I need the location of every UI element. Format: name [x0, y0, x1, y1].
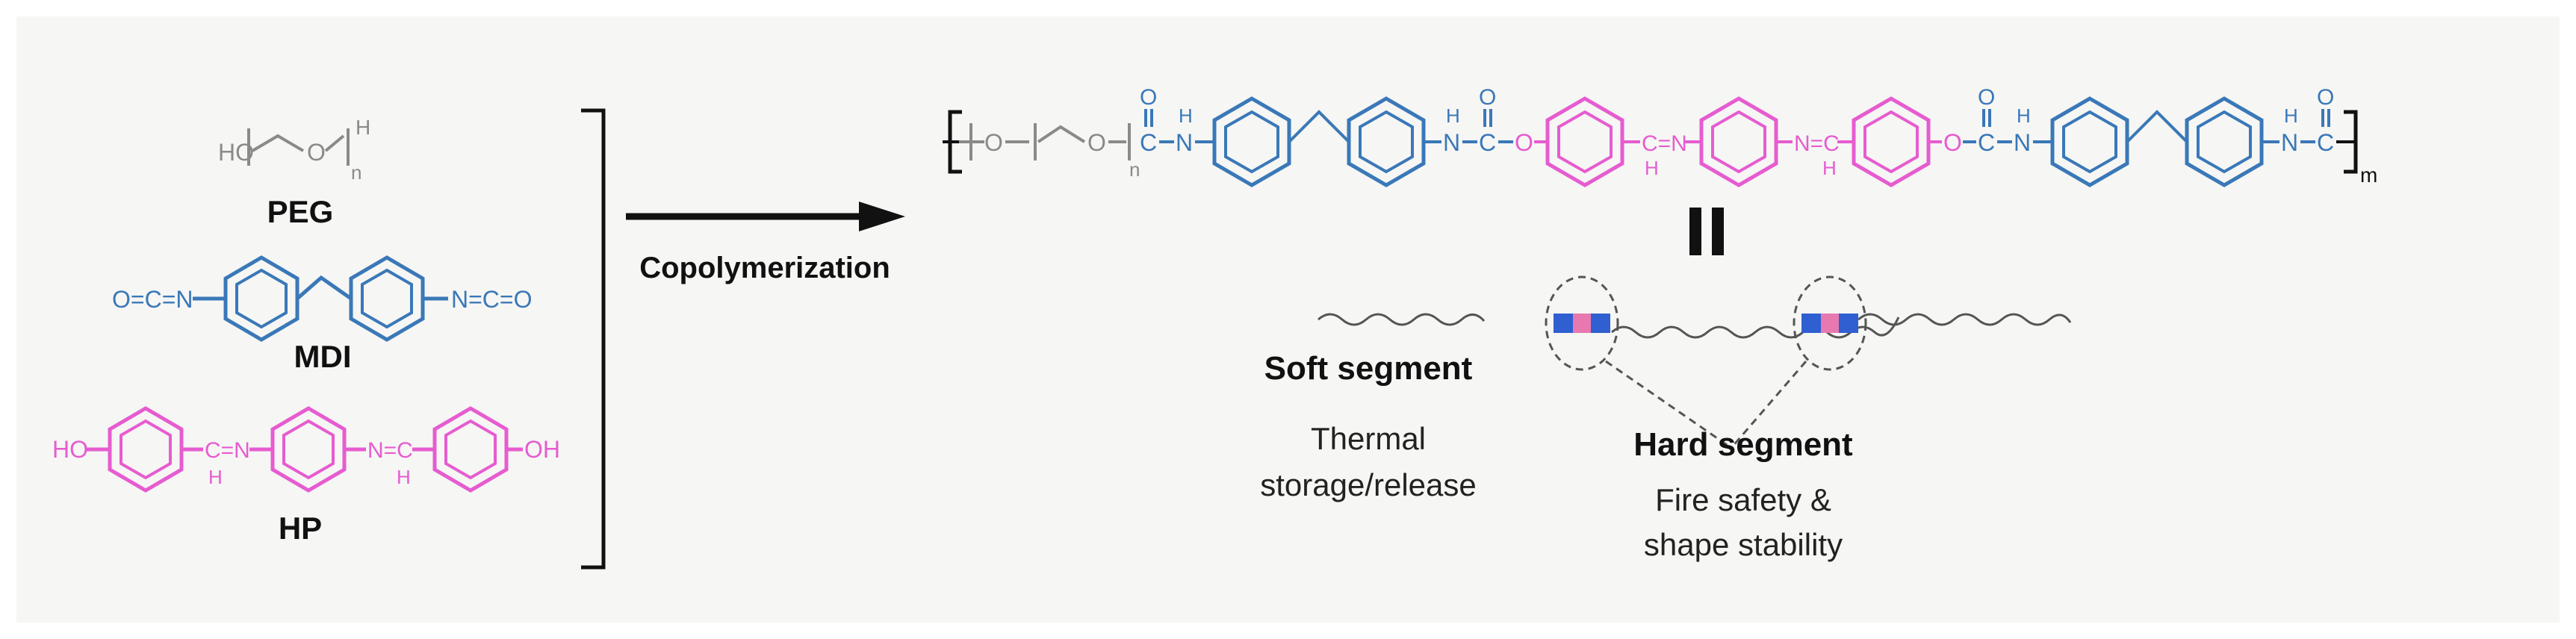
polymer-carbonyl-c4: C: [2317, 129, 2334, 156]
polymer-carbonyl-c2: C: [1479, 129, 1496, 156]
polymer-nh2-h: H: [1446, 105, 1460, 127]
hp-label: HP: [279, 511, 322, 546]
mdi-structure: O=C=N N=C=O: [112, 258, 532, 340]
polymer-right-bracket: [2344, 110, 2358, 174]
hard-segment-block-1: [1554, 314, 1610, 333]
soft-segment-chain-right: [1857, 313, 2072, 326]
polymer-imine-right: N=C: [1794, 131, 1840, 156]
mdi-label: MDI: [294, 339, 352, 374]
polymer-peg-o1: O: [984, 129, 1003, 156]
polymer-nh3-h: H: [2017, 105, 2031, 127]
polymer-nh3-n: N: [2014, 129, 2031, 156]
hard-segment-circle-2: [1793, 275, 1867, 371]
hp-h-right: H: [397, 466, 411, 488]
peg-h-label: H: [356, 116, 370, 139]
mdi-right-group: N=C=O: [451, 286, 532, 313]
segment-schematic: [1318, 275, 2072, 449]
hard-segment-circle-1: [1545, 275, 1619, 371]
polymer-nh2-n: N: [1443, 129, 1460, 156]
soft-segment-title: Soft segment: [1264, 350, 1473, 387]
hard-segment-pointer-2: [1730, 361, 1807, 449]
reaction-arrow: [626, 202, 905, 231]
peg-oxygen-label: O: [307, 139, 326, 166]
hard-segment-line2: shape stability: [1644, 527, 1843, 562]
polymer-imine-h2: H: [1822, 157, 1837, 179]
mdi-left-group: O=C=N: [112, 286, 193, 313]
polymer-chain: O O n C O N H N H C O: [943, 85, 2377, 187]
hp-h-left: H: [208, 466, 223, 488]
polymer-nh1-n: N: [1176, 129, 1193, 156]
hard-segment-title: Hard segment: [1633, 426, 1853, 463]
hard-segment-pointer-1: [1605, 360, 1732, 449]
polymer-carbonyl-o2: O: [1479, 85, 1496, 110]
polymer-hp-o2: O: [1943, 129, 1962, 156]
hard-segment-block-2: [1801, 314, 1858, 333]
hp-oh-right: OH: [524, 436, 560, 463]
polymer-carbonyl-c3: C: [1978, 129, 1995, 156]
hp-imine-left: C=N: [205, 438, 250, 463]
polymer-repeat-n: n: [1129, 158, 1140, 181]
peg-structure: HO O H n: [218, 116, 370, 184]
polymer-nh4-h: H: [2284, 105, 2298, 127]
polymer-carbonyl-o3: O: [1978, 85, 1995, 110]
soft-segment-line1: Thermal: [1311, 421, 1426, 456]
hp-oh-left: HO: [52, 436, 88, 463]
copolymerization-label: Copolymerization: [639, 252, 890, 284]
polymer-carbonyl-o1: O: [1140, 85, 1157, 110]
polymer-imine-h1: H: [1645, 157, 1659, 179]
polymer-nh1-h: H: [1179, 105, 1193, 127]
equivalence-symbol: [1689, 208, 1724, 255]
polymer-hp-o1: O: [1515, 129, 1533, 156]
hp-structure: HO C=N H N=C H OH: [52, 408, 560, 490]
polymer-peg-o2: O: [1087, 129, 1106, 156]
polymer-repeat-m: m: [2360, 163, 2377, 187]
hp-imine-right: N=C: [367, 438, 413, 463]
peg-label: PEG: [267, 194, 334, 229]
polymer-carbonyl-c1: C: [1140, 129, 1157, 156]
soft-segment-line2: storage/release: [1260, 467, 1477, 502]
polymer-imine-left: C=N: [1642, 131, 1687, 156]
hard-segment-line1: Fire safety &: [1655, 482, 1831, 517]
reactant-bracket: [581, 108, 606, 570]
polymer-carbonyl-o4: O: [2317, 85, 2334, 110]
soft-segment-chain-left: [1318, 313, 1486, 326]
peg-repeat-n: n: [351, 161, 361, 184]
polymer-nh4-n: N: [2281, 129, 2298, 156]
